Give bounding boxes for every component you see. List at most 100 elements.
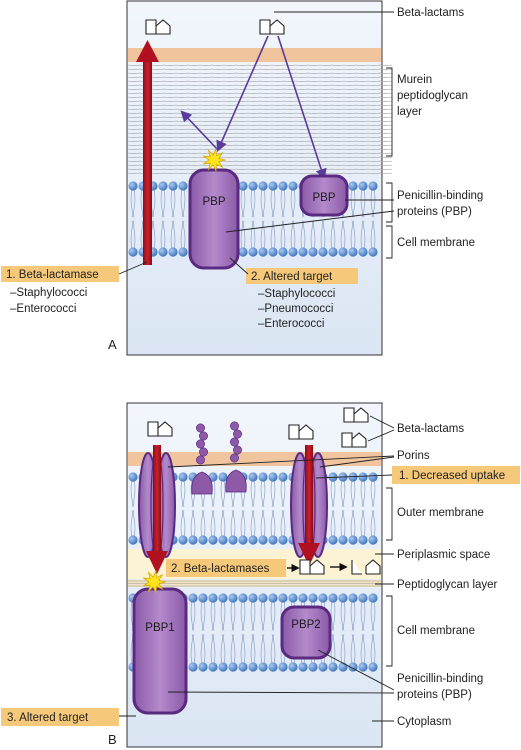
lipid-head (308, 593, 318, 603)
murein-strand (127, 72, 393, 74)
mech2-item-2: –Pneumococci (258, 303, 333, 315)
lipid-tail (343, 220, 346, 249)
murein-strand (127, 116, 393, 118)
lipid-tail (133, 189, 136, 218)
lipid-tail (160, 220, 163, 249)
lipid-tail (283, 510, 286, 537)
lipid-head (298, 593, 308, 603)
lipid-tail (180, 510, 183, 537)
lipid-head (358, 247, 368, 257)
lipid-tail (213, 480, 216, 507)
lipid-head (268, 181, 278, 191)
panel-a: PBP PBP Beta-lactams Murein peptidoglyca… (1, 0, 483, 356)
lipid-tail (373, 634, 376, 664)
lipid-head (178, 181, 188, 191)
lipid-tail (270, 601, 273, 631)
lipid-tail (340, 601, 343, 631)
lipid-tail (330, 480, 333, 507)
lipid-tail (190, 601, 193, 631)
lipid-head (258, 535, 268, 545)
lipid-tail (230, 601, 233, 631)
lipid-tail (243, 601, 246, 631)
lipid-head (338, 662, 348, 672)
lipid-head (318, 593, 328, 603)
lipid-tail (280, 510, 283, 537)
lipid-head (198, 593, 208, 603)
lipid-tail (130, 189, 133, 218)
lipid-head (278, 472, 288, 482)
mech2-item-3: –Enterococci (258, 318, 324, 330)
highlight-beta-lactamases (166, 559, 286, 577)
lipid-tail (283, 189, 286, 218)
lipid-head (238, 181, 248, 191)
lipid-tail (130, 220, 133, 249)
highlight-altered-target-b (1, 708, 119, 726)
lipid-tail (260, 510, 263, 537)
lipid-tail (273, 480, 276, 507)
lipid-tail (250, 510, 253, 537)
lps-bead (233, 429, 243, 439)
lipid-head (228, 593, 238, 603)
lipid-tail (270, 189, 273, 218)
lipid-tail (280, 220, 283, 249)
lipid-head (298, 247, 308, 257)
lipid-tail (370, 634, 373, 664)
lipid-tail (253, 510, 256, 537)
label-pbp-2: proteins (PBP) (397, 206, 472, 218)
lipid-head (128, 181, 138, 191)
lipid-tail (200, 601, 203, 631)
lipid-tail (373, 510, 376, 537)
mech-b3: 3. Altered target (7, 712, 89, 724)
lipid-tail (263, 601, 266, 631)
murein-strand (127, 132, 393, 134)
pbp-protein (299, 174, 349, 217)
lipid-head (328, 247, 338, 257)
lps-bead (230, 421, 240, 431)
lipid-head (268, 662, 278, 672)
leader-line (367, 429, 395, 442)
murein-strand (127, 104, 393, 106)
leader-line (167, 455, 395, 468)
label-cytoplasm: Cytoplasm (397, 716, 451, 728)
lipid-tail (373, 220, 376, 249)
lipid-tail (330, 601, 333, 631)
lipid-tail (173, 189, 176, 218)
lipid-tail (200, 634, 203, 664)
beta-lactam-molecule (288, 424, 314, 440)
bracket-murein (386, 67, 393, 157)
lipid-head (178, 535, 188, 545)
lipid-tail (353, 480, 356, 507)
lipid-tail (293, 220, 296, 249)
pbp-label: PBP (312, 192, 335, 204)
lipid-head (128, 535, 138, 545)
lipid-tail (213, 601, 216, 631)
lipid-tail (180, 189, 183, 218)
lipid-tail (263, 189, 266, 218)
lipid-tail (300, 220, 303, 249)
lipid-tail (333, 601, 336, 631)
lipid-head (248, 535, 258, 545)
lipid-tail (260, 601, 263, 631)
lipid-head (128, 472, 138, 482)
lipid-tail (203, 510, 206, 537)
lipid-tail (290, 189, 293, 218)
label-outer-membrane: Outer membrane (397, 507, 484, 519)
lipid-head (328, 593, 338, 603)
mech2-title: 2. Altered target (251, 271, 333, 283)
lipid-head (308, 662, 318, 672)
lipid-head (348, 593, 358, 603)
lipid-tail (170, 189, 173, 218)
bracket-membrane (386, 225, 393, 259)
lipid-head (258, 472, 268, 482)
lipid-head (208, 593, 218, 603)
lipid-tail (183, 220, 186, 249)
lps-bead (233, 445, 243, 455)
lipid-tail (373, 601, 376, 631)
lipid-tail (323, 220, 326, 249)
lipid-head (218, 472, 228, 482)
lipid-head (238, 247, 248, 257)
lipid-head (258, 181, 268, 191)
highlight-decreased-uptake (392, 466, 520, 484)
lipid-tail (273, 189, 276, 218)
